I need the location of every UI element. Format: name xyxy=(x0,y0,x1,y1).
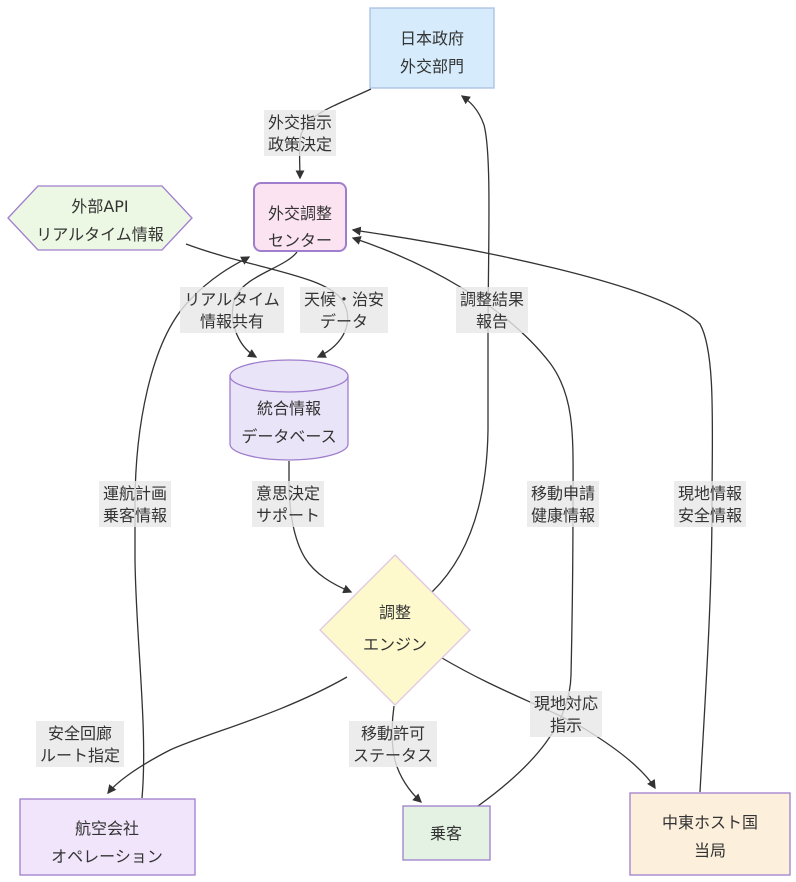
node-label-line: エンジン xyxy=(363,635,427,654)
edge-label-safe-corridor-route: 安全回廊 ルート指定 xyxy=(36,721,124,767)
edge-label-local-info-safety-info: 現地情報 安全情報 xyxy=(674,481,746,527)
node-integrated-database: 統合情報 データベース xyxy=(229,359,349,461)
edge-label-line: サポート xyxy=(256,506,320,525)
edge-label-line: 移動申請 xyxy=(531,484,595,503)
edge-host-to-center xyxy=(351,226,714,793)
rectangle-shape xyxy=(19,798,196,876)
label-bg xyxy=(674,481,746,527)
edge-label-line: 指示 xyxy=(550,716,582,735)
edge-label-line: 政策決定 xyxy=(268,135,332,154)
edge-engine-to-airline xyxy=(107,676,348,795)
node-label-line: 乗客 xyxy=(430,824,462,843)
node-host-country-authority: 中東ホスト国 当局 xyxy=(629,792,791,876)
label-bg xyxy=(530,691,602,737)
edge-label-line: 健康情報 xyxy=(531,506,595,525)
edge-label-decision-support: 意思決定 サポート xyxy=(252,481,324,527)
node-japan-government: 日本政府 外交部門 xyxy=(369,7,495,89)
node-airline-operations: 航空会社 オペレーション xyxy=(19,798,196,876)
edge-label-line: 移動許可 xyxy=(361,724,425,743)
node-coordination-center: 外交調整 センター xyxy=(253,182,347,252)
node-label-line: データベース xyxy=(241,427,336,446)
edge-label-travel-application-health-info: 移動申請 健康情報 xyxy=(527,481,599,527)
label-bg xyxy=(36,721,124,767)
cylinder-top-ellipse xyxy=(229,375,349,393)
edge-label-line: 現地対応 xyxy=(534,694,598,713)
node-label-line: センター xyxy=(268,231,332,250)
edge-labels-layer: 外交指示 政策決定 天候・治安 データ リアルタイム 情報共有 意思決定 サポー… xyxy=(36,110,746,767)
rounded-rectangle-shape xyxy=(253,182,347,252)
diamond-shape xyxy=(319,554,471,706)
edge-label-line: 意思決定 xyxy=(256,484,320,503)
label-bg xyxy=(99,481,171,527)
label-bg xyxy=(456,287,528,333)
edge-label-line: 情報共有 xyxy=(200,312,264,331)
edge-label-line: データ xyxy=(320,312,368,331)
edge-label-coordination-result-report: 調整結果 報告 xyxy=(456,287,528,333)
label-bg xyxy=(527,481,599,527)
cylinder-shape xyxy=(229,359,349,461)
label-bg xyxy=(300,287,388,333)
node-label-line: 航空会社 xyxy=(75,819,139,838)
nodes-layer: 日本政府 外交部門 外部API リアルタイム情報 外交調整 センター 統合情報 … xyxy=(7,7,791,876)
node-label-line: リアルタイム情報 xyxy=(36,225,164,244)
rectangle-shape xyxy=(402,805,491,861)
edge-label-line: リアルタイム xyxy=(184,290,280,309)
edge-label-diplomatic-instructions: 外交指示 政策決定 xyxy=(264,110,336,156)
edge-airline-to-center xyxy=(134,256,251,799)
edge-label-line: 現地情報 xyxy=(678,484,742,503)
edge-label-line: 報告 xyxy=(476,312,508,331)
node-label-line: 外交部門 xyxy=(400,57,464,76)
node-label-line: 中東ホスト国 xyxy=(662,813,758,832)
edge-label-line: 安全回廊 xyxy=(48,724,112,743)
node-label-line: 日本政府 xyxy=(400,29,464,48)
edge-label-line: 調整結果 xyxy=(460,290,524,309)
node-label-line: 調整 xyxy=(379,603,411,622)
node-external-api: 外部API リアルタイム情報 xyxy=(7,185,193,251)
node-label-line: 外交調整 xyxy=(268,204,332,223)
node-label-line: 統合情報 xyxy=(257,399,321,418)
edge-label-line: ルート指定 xyxy=(40,746,120,765)
rectangle-shape xyxy=(629,792,791,876)
node-label-line: 外部API xyxy=(71,197,128,216)
edge-label-line: 安全情報 xyxy=(678,506,742,525)
edge-label-line: 天候・治安 xyxy=(304,290,384,309)
rectangle-shape xyxy=(369,7,495,89)
edge-label-line: 運航計画 xyxy=(103,484,167,503)
hexagon-shape xyxy=(7,185,193,251)
edges-layer xyxy=(107,88,714,807)
label-bg xyxy=(180,287,284,333)
edge-label-line: ステータス xyxy=(353,746,433,765)
edge-label-weather-security-data: 天候・治安 データ xyxy=(300,287,388,333)
label-bg xyxy=(252,481,324,527)
edge-label-flight-plan-passenger-info: 運航計画 乗客情報 xyxy=(99,481,171,527)
edge-label-local-response-instruction: 現地対応 指示 xyxy=(530,691,602,737)
node-coordination-engine: 調整 エンジン xyxy=(319,554,471,706)
node-passenger: 乗客 xyxy=(402,805,491,861)
edge-engine-to-gov xyxy=(431,95,490,593)
edge-label-realtime-sharing: リアルタイム 情報共有 xyxy=(180,287,284,333)
node-label-line: 当局 xyxy=(694,841,726,860)
edge-label-line: 外交指示 xyxy=(268,113,332,132)
node-label-line: オペレーション xyxy=(51,847,163,866)
edge-label-travel-permission-status: 移動許可 ステータス xyxy=(349,721,437,767)
label-bg xyxy=(264,110,336,156)
edge-label-line: 乗客情報 xyxy=(103,506,167,525)
label-bg xyxy=(349,721,437,767)
